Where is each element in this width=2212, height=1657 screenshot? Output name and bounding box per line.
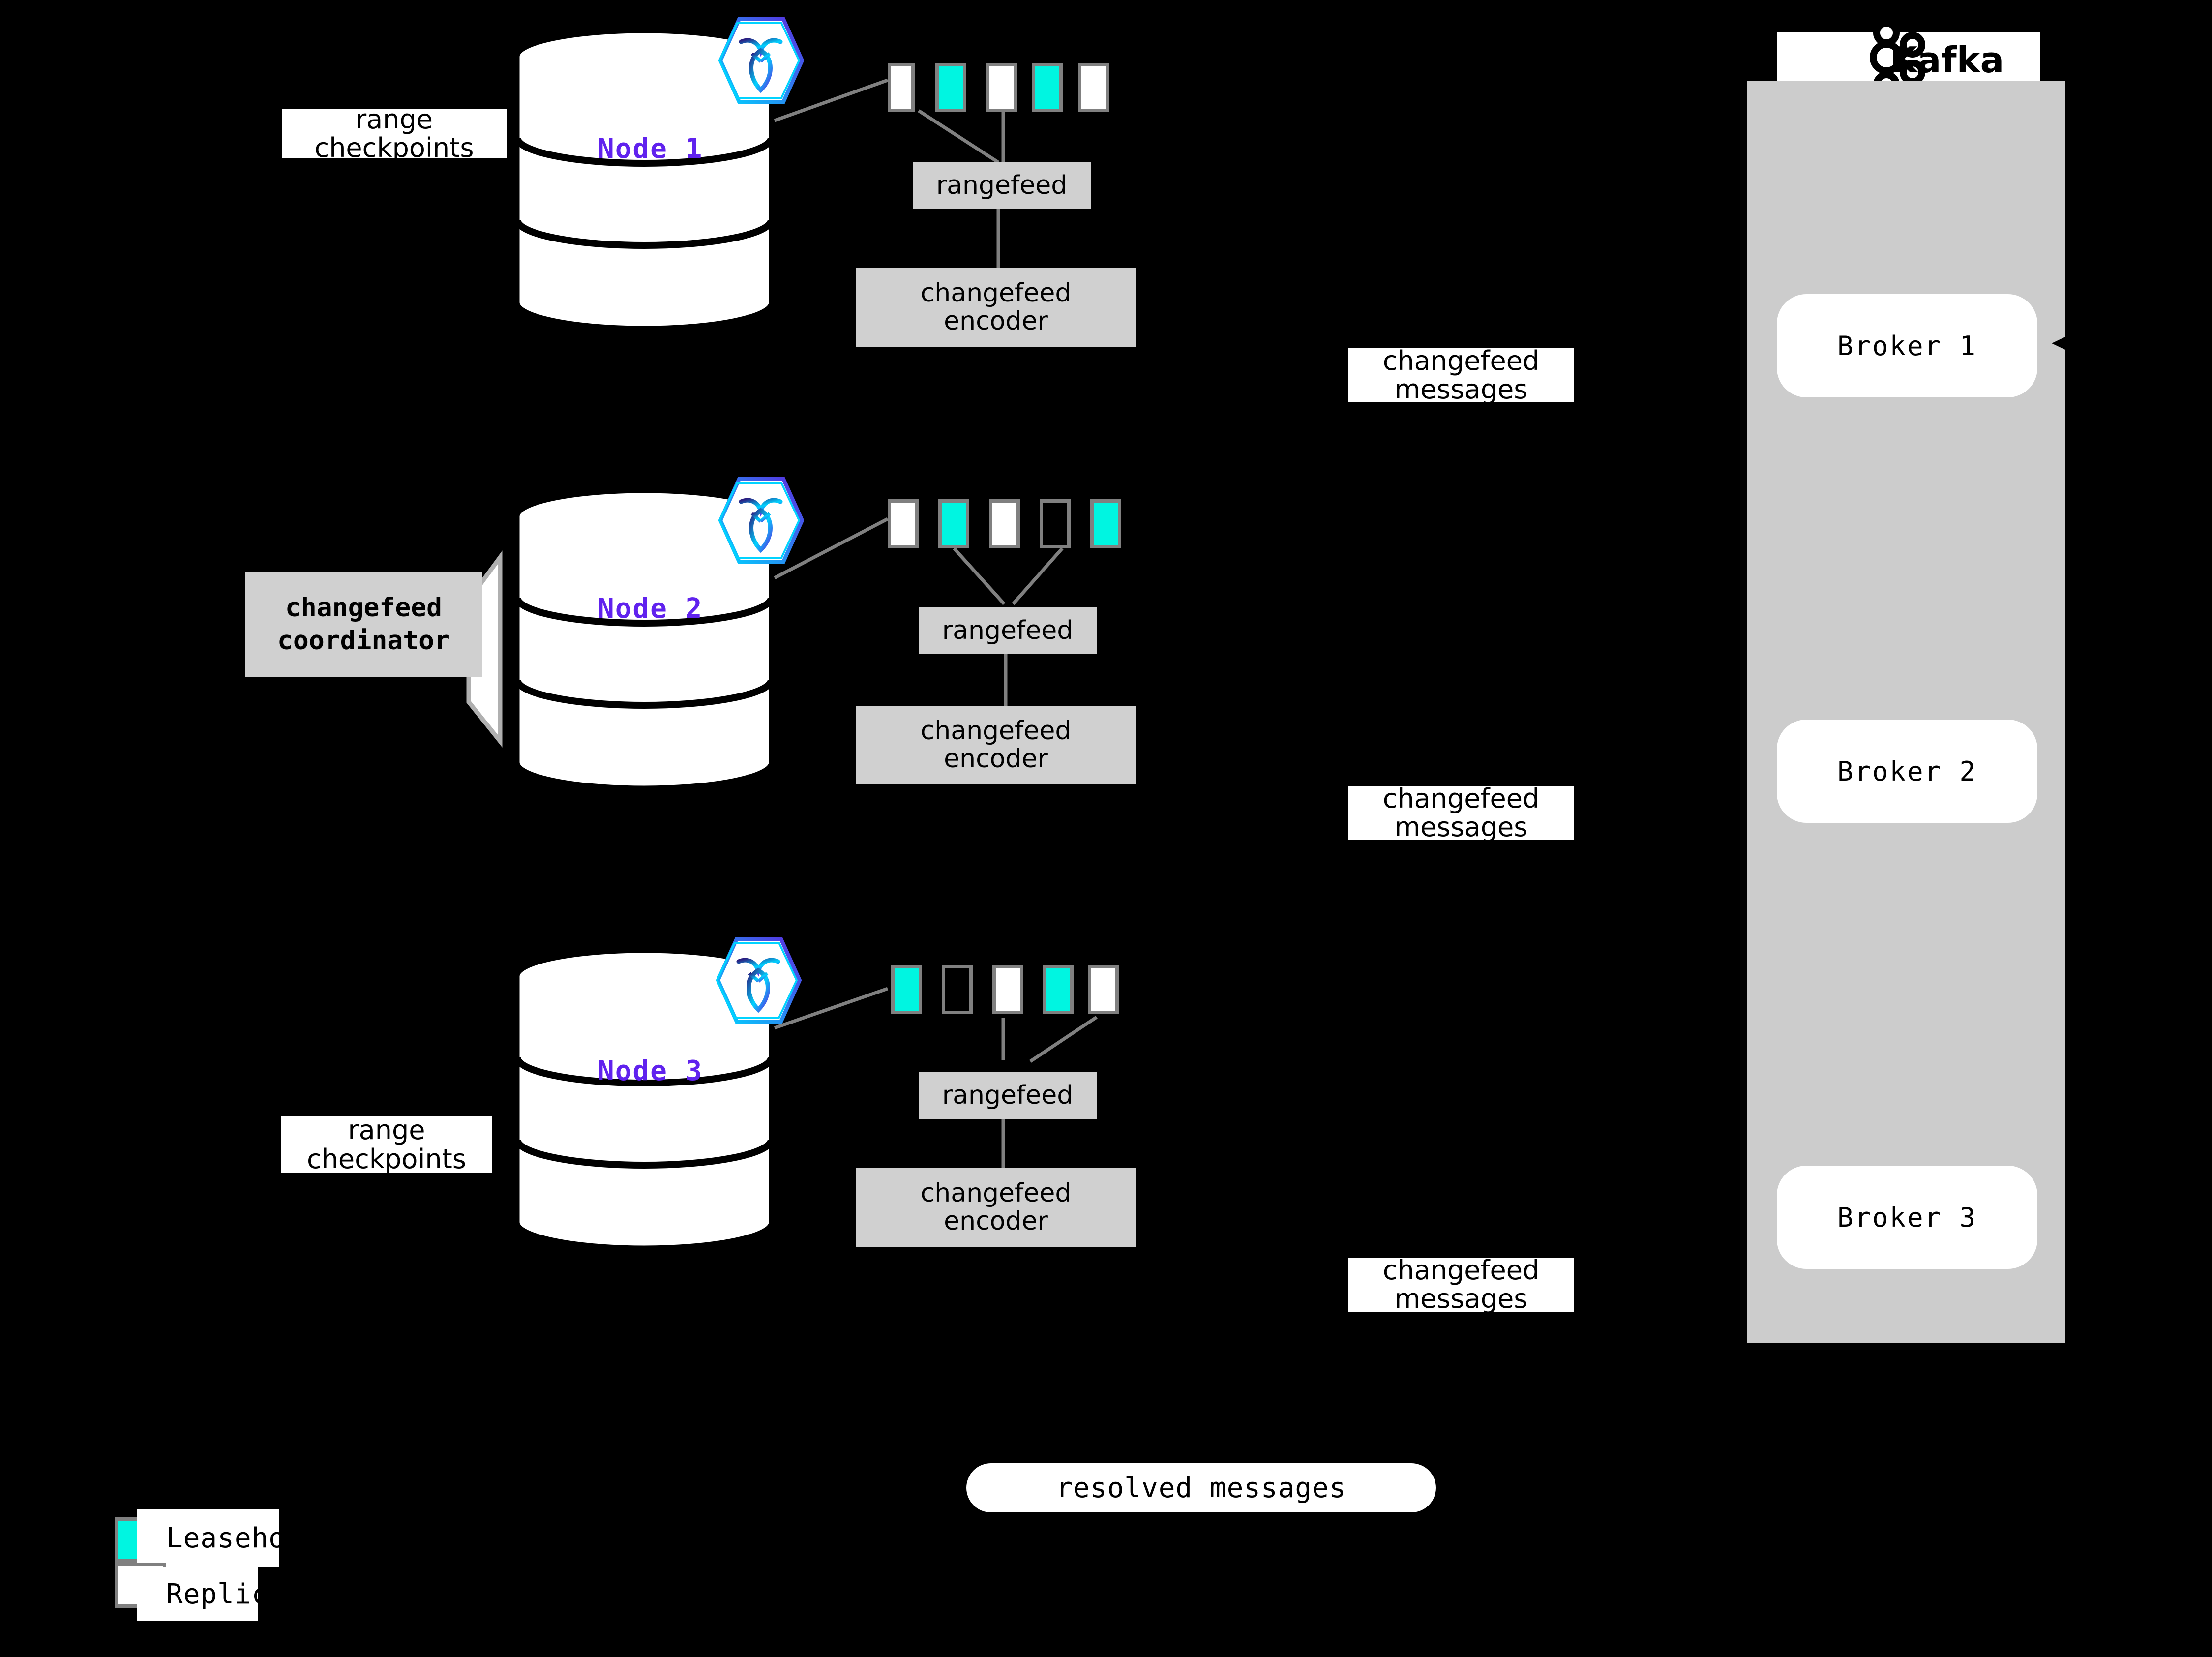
- rangefeed-label: rangefeed: [936, 170, 1068, 200]
- rangefeed-label: rangefeed: [942, 615, 1074, 645]
- node-3-range-4[interactable]: [1043, 965, 1074, 1014]
- kafka-broker-1[interactable]: Broker 1: [1777, 294, 2037, 397]
- node-1-range-5[interactable]: [1078, 63, 1109, 112]
- node-2-changefeed-encoder-box[interactable]: changefeed encoder: [856, 706, 1136, 784]
- node-3-changefeed-encoder-box[interactable]: changefeed encoder: [856, 1168, 1136, 1247]
- node-1-range-4[interactable]: [1032, 63, 1063, 112]
- legend-text: Replica: [166, 1578, 258, 1610]
- checkpoint-line-2: checkpoints: [307, 1143, 466, 1173]
- coordinator-line-1: changefeed: [285, 593, 443, 623]
- encoder-line-2: encoder: [944, 306, 1048, 336]
- encoder-line-1: changefeed: [920, 278, 1072, 308]
- node-2-cylinder: [514, 487, 775, 792]
- kafka-broker-panel: [1747, 81, 2065, 1343]
- encoder-line-2: encoder: [944, 1206, 1048, 1236]
- node-2-label: Node 2: [598, 593, 703, 625]
- node-2-rangefeed-box[interactable]: rangefeed: [919, 607, 1097, 654]
- changefeed-coordinator-box[interactable]: changefeed coordinator: [245, 572, 482, 677]
- node-1-range-checkpoints-label: range checkpoints: [282, 109, 507, 158]
- rangefeed-label: rangefeed: [942, 1080, 1074, 1110]
- kafka-broker-3[interactable]: Broker 3: [1777, 1166, 2037, 1269]
- changefeed-messages-label-1: changefeed messages: [1348, 348, 1574, 402]
- encoder-line-1: changefeed: [920, 716, 1072, 746]
- legend-text: Leaseholder: [166, 1522, 279, 1554]
- node-2-range-4[interactable]: [1040, 499, 1071, 548]
- message-line-2: messages: [1394, 812, 1528, 840]
- message-line-2: messages: [1394, 374, 1528, 402]
- node-1-cylinder: [514, 27, 775, 332]
- broker-label: Broker 2: [1837, 755, 1977, 787]
- node-1-range-1[interactable]: [888, 63, 915, 112]
- node-3-range-2[interactable]: [942, 965, 973, 1014]
- node-3-range-1[interactable]: [891, 965, 922, 1014]
- broker-label: Broker 1: [1837, 330, 1977, 362]
- kafka-broker-2[interactable]: Broker 2: [1777, 720, 2037, 823]
- message-line-1: changefeed: [1382, 348, 1540, 376]
- node-1-label: Node 1: [598, 133, 703, 165]
- checkpoint-line-2: checkpoints: [314, 132, 474, 158]
- node-3-label: Node 3: [598, 1055, 703, 1087]
- checkpoint-line-1: range: [355, 109, 433, 135]
- node-1-changefeed-encoder-box[interactable]: changefeed encoder: [856, 268, 1136, 347]
- node-1-range-3[interactable]: [986, 63, 1017, 112]
- node-1-range-2[interactable]: [935, 63, 966, 112]
- resolved-label: resolved messages: [1056, 1472, 1346, 1504]
- node-2-range-2[interactable]: [938, 499, 969, 548]
- kafka-brand-text: Kafka: [1890, 39, 2004, 81]
- node-2-range-3[interactable]: [989, 499, 1020, 548]
- node-3-range-checkpoints-label: range checkpoints: [281, 1116, 492, 1173]
- kafka-node-graph-icon: [1870, 19, 1925, 95]
- node-3-cylinder: [514, 947, 775, 1252]
- node-3-range-3[interactable]: [992, 965, 1023, 1014]
- broker-label: Broker 3: [1837, 1202, 1977, 1233]
- changefeed-messages-label-3: changefeed messages: [1348, 1258, 1574, 1312]
- cockroachdb-hexagon-icon: [716, 12, 805, 113]
- coordinator-line-2: coordinator: [277, 625, 450, 656]
- encoder-line-1: changefeed: [920, 1178, 1072, 1208]
- node-2-range-5[interactable]: [1090, 499, 1121, 548]
- message-line-2: messages: [1394, 1283, 1528, 1312]
- cockroachdb-hexagon-icon: [716, 472, 805, 572]
- node-2-range-1[interactable]: [888, 499, 919, 548]
- node-1-rangefeed-box[interactable]: rangefeed: [913, 162, 1091, 209]
- node-3-range-5[interactable]: [1088, 965, 1119, 1014]
- message-line-1: changefeed: [1382, 786, 1540, 814]
- encoder-line-2: encoder: [944, 744, 1048, 774]
- kafka-inbound-arrow-icon: [2052, 334, 2070, 352]
- node-3-rangefeed-box[interactable]: rangefeed: [919, 1072, 1097, 1119]
- legend-label-leaseholder: Leaseholder: [137, 1509, 279, 1567]
- cockroachdb-hexagon-icon: [713, 932, 802, 1032]
- kafka-logo-box: Kafka: [1777, 19, 2040, 95]
- resolved-messages-pill[interactable]: resolved messages: [966, 1463, 1436, 1512]
- changefeed-messages-label-2: changefeed messages: [1348, 786, 1574, 840]
- message-line-1: changefeed: [1382, 1258, 1540, 1286]
- checkpoint-line-1: range: [348, 1116, 425, 1146]
- legend-label-replica: Replica: [137, 1567, 258, 1621]
